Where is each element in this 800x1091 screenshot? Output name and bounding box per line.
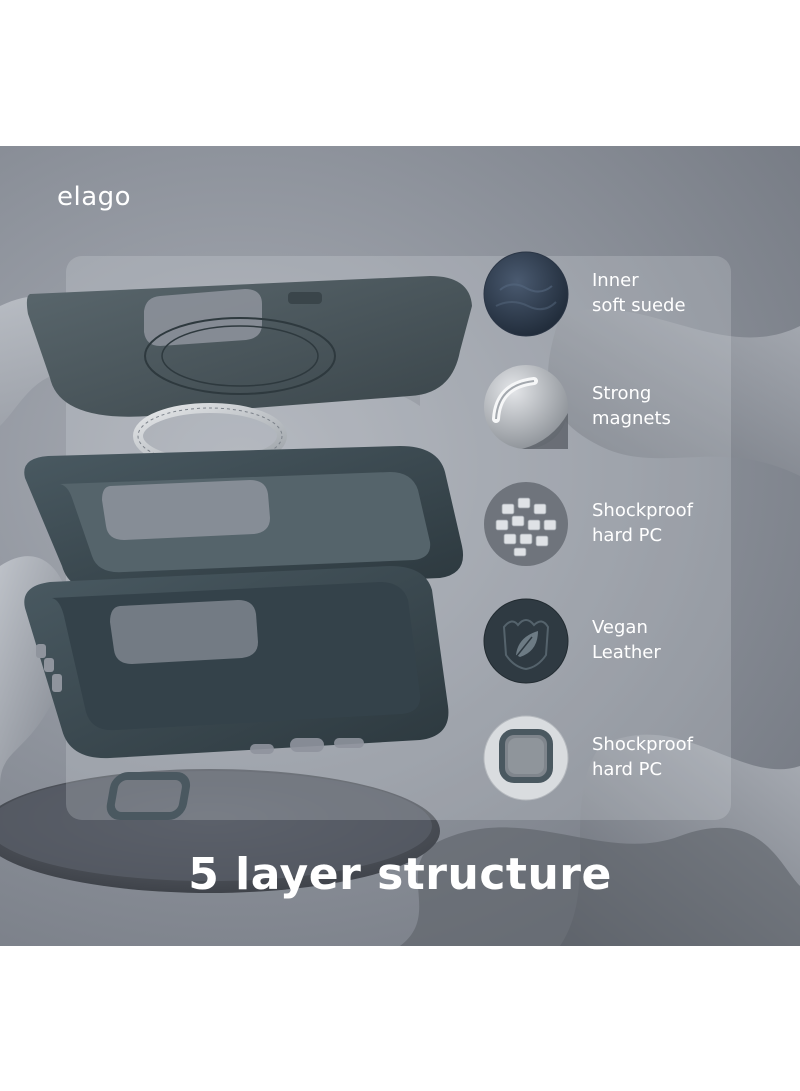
feature-item-vegan-leather: Vegan Leather xyxy=(480,593,760,689)
feature-item-camera-frame: Shockproof hard PC xyxy=(480,710,760,806)
feature-label-line2: hard PC xyxy=(592,759,663,780)
suede-texture-icon xyxy=(483,251,569,337)
headline: 5 layer structure xyxy=(188,849,612,900)
feature-label-line1: Shockproof xyxy=(592,734,693,755)
camera-frame-icon xyxy=(483,715,569,801)
feature-label: Vegan Leather xyxy=(592,615,661,665)
feature-item-inner-suede: Inner soft suede xyxy=(480,246,760,342)
feature-item-hard-pc: Shockproof hard PC xyxy=(480,476,760,572)
feature-label-line2: magnets xyxy=(592,408,671,429)
feature-label-line1: Strong xyxy=(592,383,652,404)
feature-label: Shockproof hard PC xyxy=(592,732,693,782)
feature-label: Strong magnets xyxy=(592,381,671,431)
feature-label: Inner soft suede xyxy=(592,268,686,318)
exploded-case-illustration xyxy=(24,276,472,820)
pc-crystals-icon xyxy=(484,482,568,566)
feature-item-magnets: Strong magnets xyxy=(480,359,760,455)
feature-label-line2: Leather xyxy=(592,642,661,663)
feature-label-line2: hard PC xyxy=(592,525,663,546)
hard-pc-shell-layer xyxy=(24,446,464,593)
feature-label: Shockproof hard PC xyxy=(592,498,693,548)
feature-label-line1: Vegan xyxy=(592,617,648,638)
product-banner: elago xyxy=(0,146,800,946)
camera-frame-layer xyxy=(106,772,191,820)
background-art xyxy=(0,294,800,946)
vegan-leather-layer xyxy=(24,566,449,759)
suede-liner-layer xyxy=(26,276,472,417)
feature-label-line1: Inner xyxy=(592,270,639,291)
leather-leaf-icon xyxy=(483,598,569,684)
feature-label-line1: Shockproof xyxy=(592,500,693,521)
feature-label-line2: soft suede xyxy=(592,295,686,316)
magnet-ring-icon xyxy=(484,365,568,449)
brand-logo: elago xyxy=(57,182,132,212)
